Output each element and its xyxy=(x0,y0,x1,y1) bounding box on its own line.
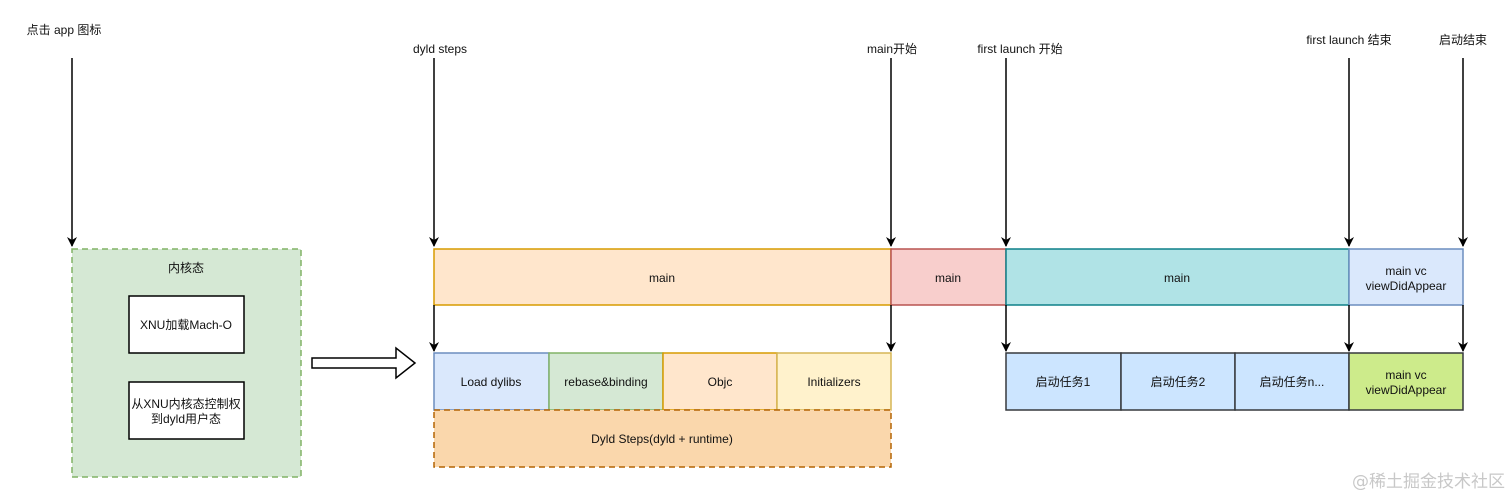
task-1-box xyxy=(1005,352,1122,411)
marker-tap-icon-label: 点击 app 图标 xyxy=(27,23,102,37)
dyld-objc-box xyxy=(662,352,778,411)
kernel-mode-container xyxy=(71,248,302,478)
dyld-summary-label: Dyld Steps(dyld + runtime) xyxy=(591,432,733,446)
middle-arrows xyxy=(429,305,1468,352)
task-main-vc-line2: viewDidAppear xyxy=(1366,383,1447,397)
dyld-initializers-label: Initializers xyxy=(807,375,860,389)
dyld-rebase-binding-label: rebase&binding xyxy=(564,375,647,389)
task-2-box xyxy=(1120,352,1236,411)
dyld-objc-label: Objc xyxy=(708,375,733,389)
kernel-step-xnu-load-box xyxy=(128,295,245,354)
task-main-vc-line1: main vc xyxy=(1385,368,1426,382)
kernel-step-handoff-box xyxy=(128,381,245,440)
timeline-main-vc-line2: viewDidAppear xyxy=(1366,279,1447,293)
task-n-label: 启动任务n... xyxy=(1260,374,1325,389)
task-2-label: 启动任务2 xyxy=(1151,374,1206,389)
kernel-step-handoff-line1: 从XNU内核态控制权 xyxy=(131,397,240,411)
kernel-step-xnu-load-label: XNU加载Mach-O xyxy=(140,318,232,332)
timeline-main-post-label: main xyxy=(1164,271,1190,285)
kernel-step-handoff-line2: 到dyld用户态 xyxy=(151,411,221,426)
timeline-main-post-box xyxy=(1005,248,1350,306)
marker-main-start-label: main开始 xyxy=(867,42,917,56)
marker-dyld-steps-label: dyld steps xyxy=(413,42,467,56)
kernel-mode-title: 内核态 xyxy=(168,261,204,275)
timeline-main-mid-box xyxy=(890,248,1007,306)
timeline-main-vc-line1: main vc xyxy=(1385,264,1426,278)
transition-block-arrow xyxy=(311,346,417,380)
dyld-load-dylibs-label: Load dylibs xyxy=(461,375,522,389)
timeline-main-mid-label: main xyxy=(935,271,961,285)
task-main-vc-box xyxy=(1348,352,1464,411)
timeline-main-pre-label: main xyxy=(649,271,675,285)
task-1-label: 启动任务1 xyxy=(1036,374,1091,389)
dyld-load-dylibs-box xyxy=(433,352,550,411)
marker-launch-end-label: 启动结束 xyxy=(1439,33,1487,47)
watermark: @稀土掘金技术社区 xyxy=(1352,472,1505,492)
dyld-initializers-box xyxy=(776,352,892,411)
timeline-main-vc-box xyxy=(1348,248,1464,306)
dyld-summary-box xyxy=(433,409,892,468)
marker-first-launch-start-label: first launch 开始 xyxy=(977,42,1062,56)
marker-arrows xyxy=(67,58,1468,247)
marker-first-launch-end-label: first launch 结束 xyxy=(1306,33,1391,47)
